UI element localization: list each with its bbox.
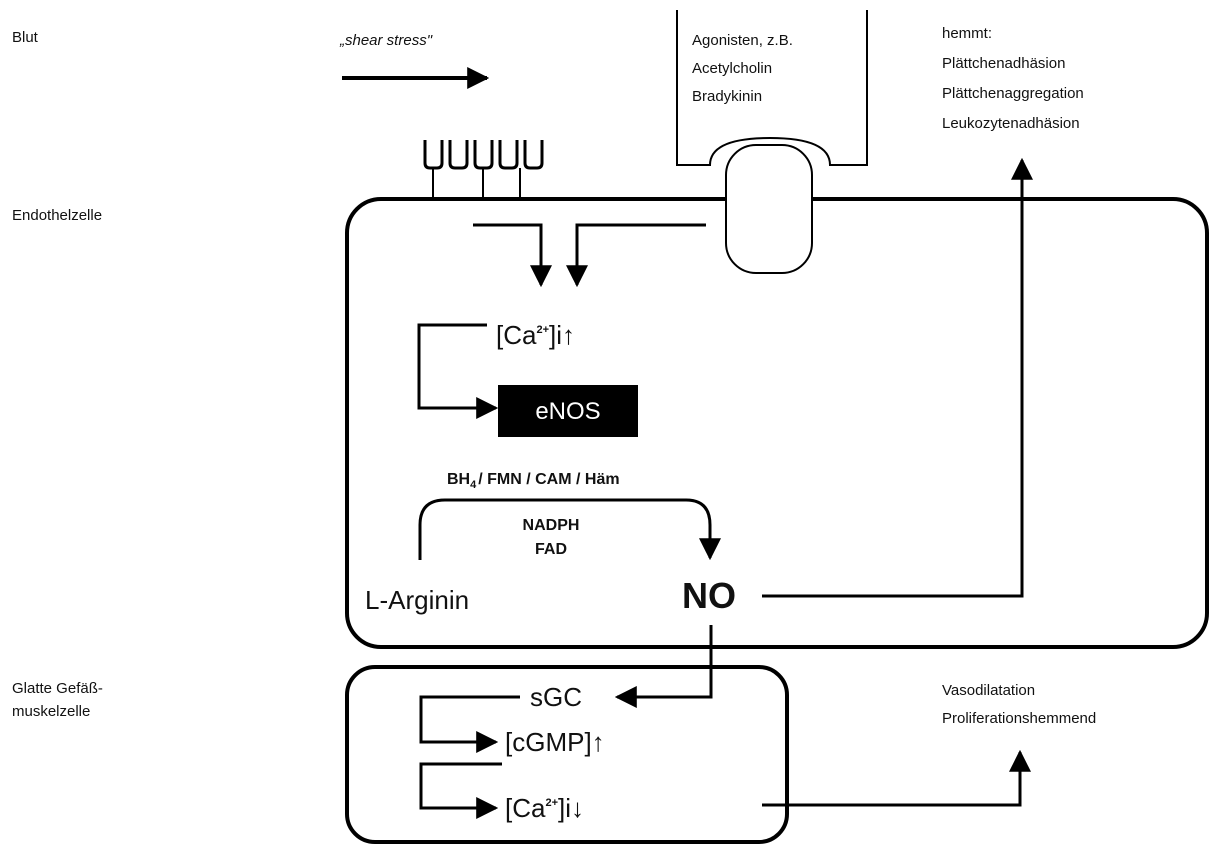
shear-stress-label: „shear stress" [339,32,433,49]
label-glatte-line2: muskelzelle [12,703,90,720]
smooth-muscle-cell [345,665,789,844]
label-glatte-line1: Glatte Gefäß- [12,680,103,697]
no-to-sgc-arrow [614,625,713,708]
cgmp-label: [cGMP]↑ [505,727,605,757]
fad-label: FAD [535,541,567,558]
sgc-to-cgmp-arrow [419,695,520,753]
arginin-to-no-arrow [418,498,721,561]
agonist-receptor-box [676,10,868,166]
receptor-channel [725,144,813,274]
cgmp-to-ca-arrow [419,762,502,819]
muskel-ca-label: [Ca2+]i↓ [505,793,584,823]
ca-to-effects-arrow [762,749,1031,807]
mechanoreceptor-icon [423,140,544,200]
nadph-label: NADPH [523,517,580,534]
agonist-line-1: Agonisten, z.B. [692,32,793,49]
hemmt-item-2: Plättchenaggregation [942,85,1084,102]
agonist-line-3: Bradykinin [692,88,762,105]
enos-label: eNOS [535,398,600,425]
shear-to-ca-arrow [473,223,552,288]
agonist-line-2: Acetylcholin [692,60,772,77]
hemmt-title: hemmt: [942,25,992,42]
effect-vasodilatation: Vasodilatation [942,682,1035,699]
agonist-to-ca-arrow [566,223,706,288]
no-label: NO [682,575,736,616]
hemmt-item-1: Plättchenadhäsion [942,55,1065,72]
larginin-label: L-Arginin [365,585,469,615]
effect-proliferation: Proliferationshemmend [942,710,1096,727]
cofactors-label: BH4/ FMN / CAM / Häm [447,471,620,491]
enos-box [498,385,638,437]
ca-to-enos-arrow [417,323,499,419]
hemmt-item-3: Leukozytenadhäsion [942,115,1080,132]
label-endothelzelle: Endothelzelle [12,207,102,224]
label-blut: Blut [12,29,39,46]
sgc-label: sGC [530,682,582,712]
endothel-ca-label: [Ca2+]i↑ [496,320,575,350]
no-to-hemmt-arrow [762,157,1033,598]
